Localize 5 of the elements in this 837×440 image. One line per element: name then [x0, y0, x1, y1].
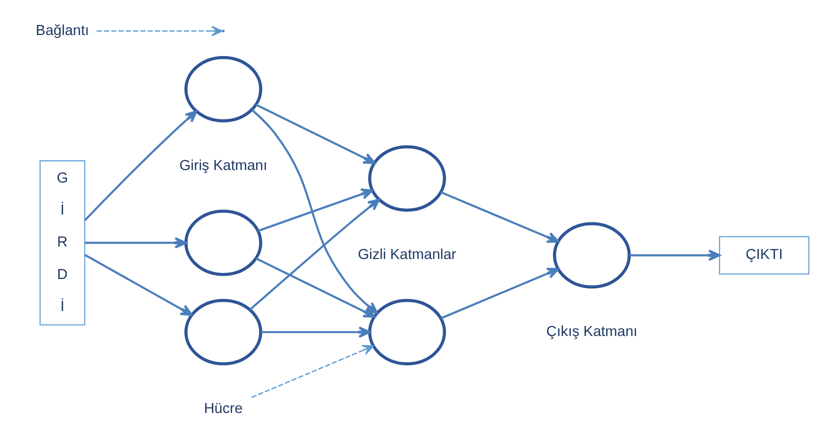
label: Çıkış Katmanı [546, 324, 638, 340]
label: Giriş Katmanı [179, 158, 268, 174]
label: Gizli Katmanlar [358, 247, 456, 264]
node-text: Hücre [204, 400, 243, 417]
node-text: Bağlantı [36, 22, 90, 39]
